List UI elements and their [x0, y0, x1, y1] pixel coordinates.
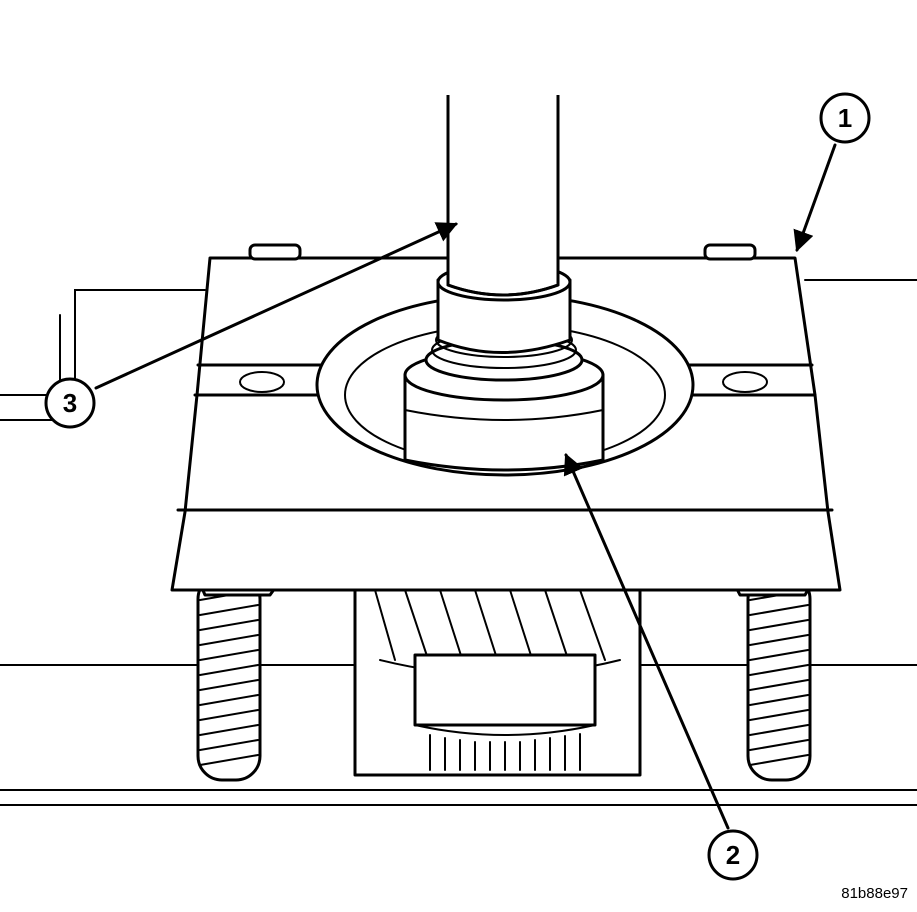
press-tool-shaft [436, 95, 572, 354]
callout-1-label: 1 [838, 103, 852, 133]
leader-arrow-1 [793, 143, 837, 252]
figure-code: 81b88e97 [841, 885, 908, 902]
callout-arrows [94, 143, 837, 830]
callout-3: 3 [44, 377, 96, 429]
callout-1: 1 [819, 92, 871, 144]
leader-arrow-3 [94, 222, 458, 390]
callout-3-label: 3 [63, 388, 77, 418]
callout-2-label: 2 [726, 840, 740, 870]
bearing-collar [403, 322, 605, 472]
callout-2: 2 [707, 829, 759, 881]
leader-arrow-2 [563, 453, 730, 830]
pinion-gear [353, 583, 642, 777]
